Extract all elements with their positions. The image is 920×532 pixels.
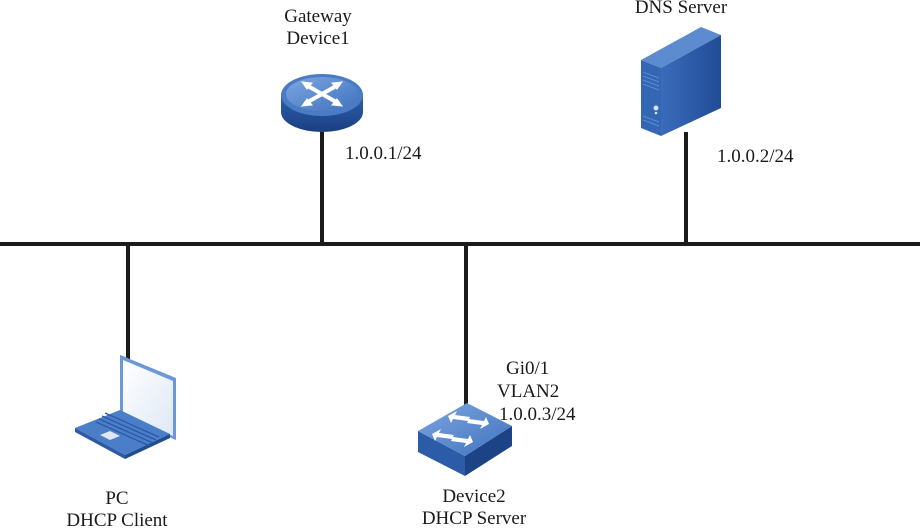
dns-server-name-label: DNS Server [634,0,728,18]
dhcp-server-vlan-label: VLAN2 [497,381,560,402]
dhcp-server-name-line1: Device2 [442,486,506,507]
laptop-icon [75,355,176,459]
pc-name-label: PC DHCP Client [66,488,167,532]
dhcp-server-name-label: Device2 DHCP Server [422,486,526,530]
gateway-name-line1: Gateway [284,6,352,27]
server-icon [641,27,721,136]
gateway-ip-label: 1.0.0.1/24 [345,143,422,164]
router-icon [281,74,363,132]
dhcp-server-name-line2: DHCP Server [421,508,527,529]
dns-server-ip-label: 1.0.0.2/24 [717,146,794,167]
gateway-name-line2: Device1 [286,28,350,49]
dhcp-server-ip-label: 1.0.0.3/24 [499,404,576,425]
pc-name-line1: PC [105,488,129,509]
gateway-name-label: Gateway Device1 [284,6,352,50]
pc-name-line2: DHCP Client [66,510,168,531]
switch-icon [418,403,512,476]
dhcp-server-port-label: Gi0/1 [506,358,550,379]
